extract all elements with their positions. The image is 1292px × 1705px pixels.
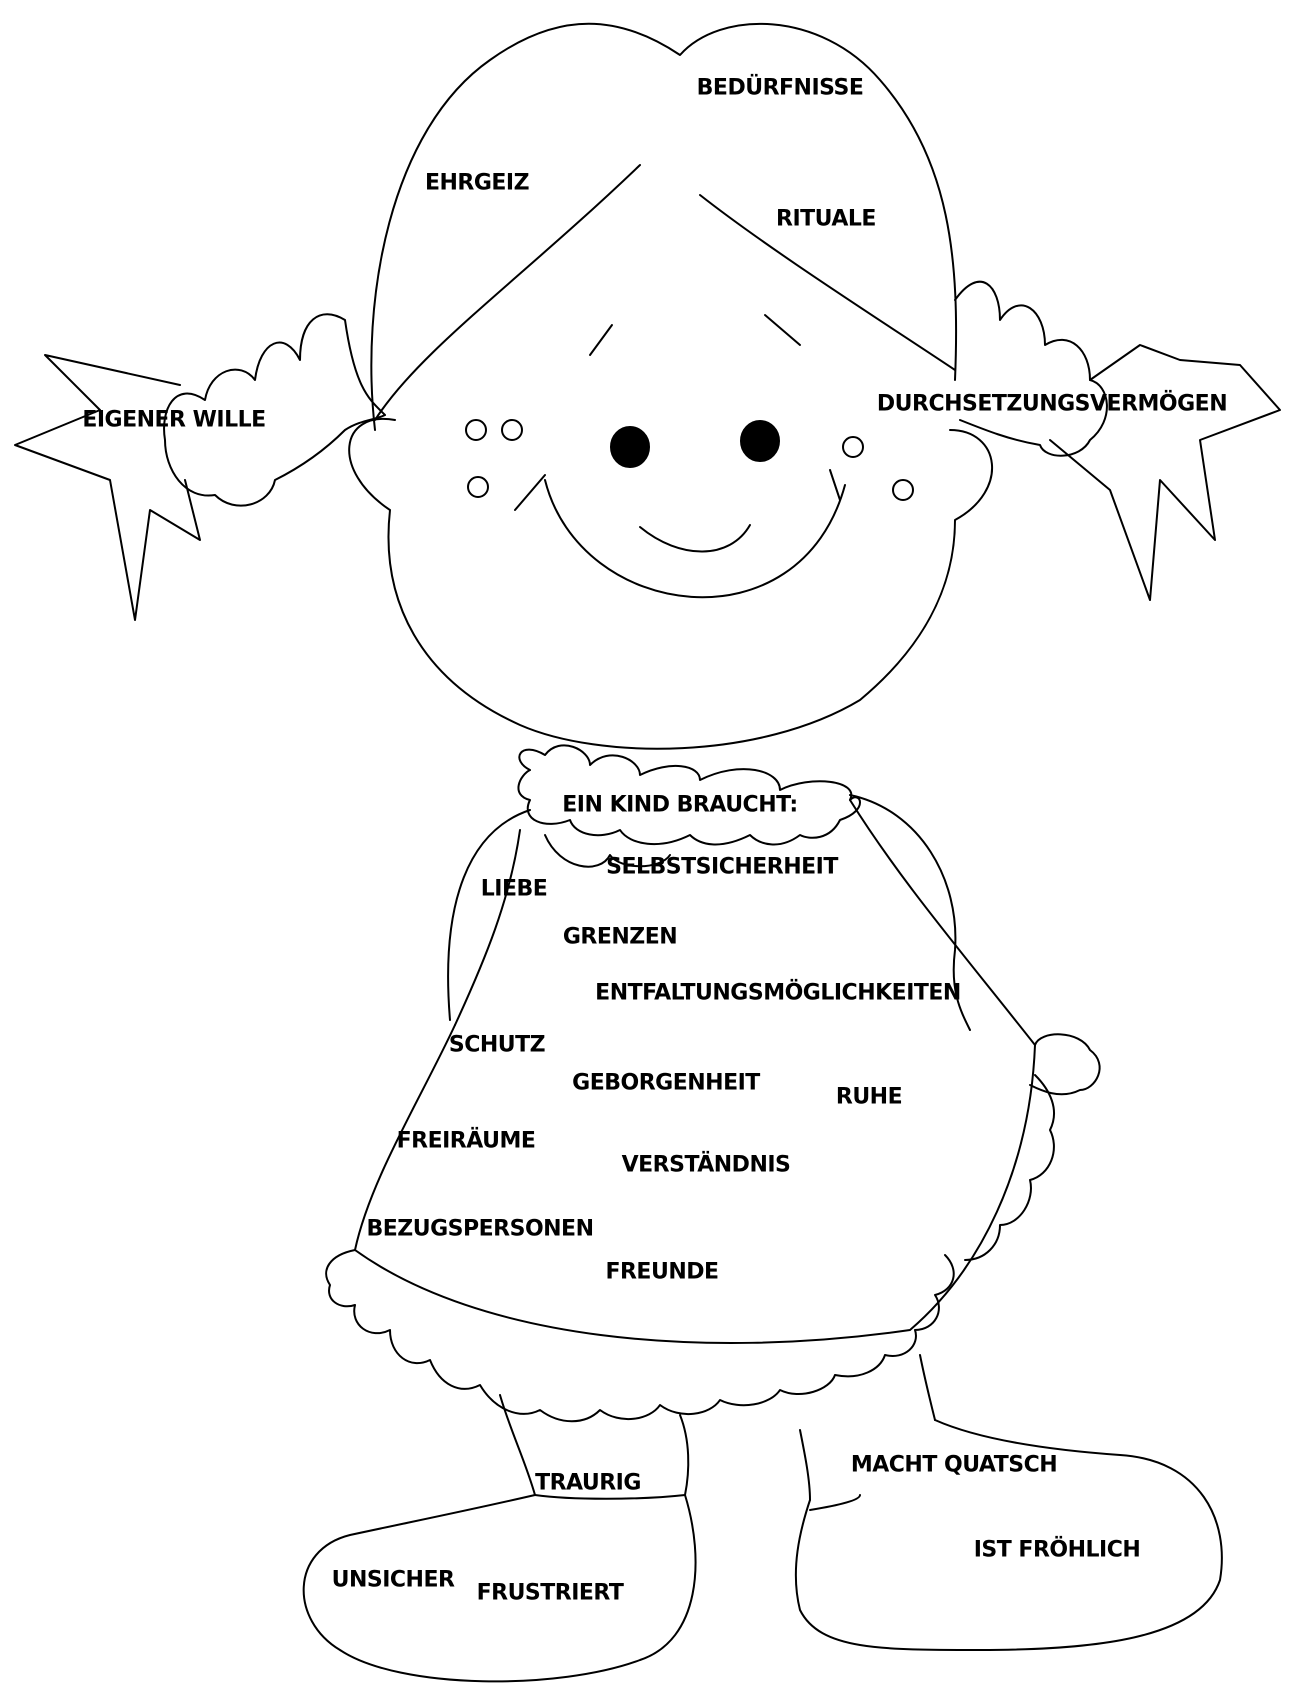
shoe-left-top — [535, 1495, 685, 1499]
shoe-right-top — [810, 1495, 860, 1510]
label-entfaltungsmoeglichkeiten: ENTFALTUNGSMÖGLICHKEITEN — [595, 981, 961, 1006]
label-ehrgeiz: EHRGEIZ — [425, 171, 529, 196]
label-beduerfnisse: BEDÜRFNISSE — [697, 76, 864, 101]
label-freunde: FREUNDE — [605, 1260, 718, 1285]
label-ist-froehlich: IST FRÖHLICH — [974, 1538, 1141, 1563]
braid-right-bands — [955, 282, 1107, 456]
label-traurig: TRAURIG — [535, 1471, 641, 1496]
cheek-line-right — [830, 470, 840, 500]
freckle — [466, 420, 486, 440]
freckle — [502, 420, 522, 440]
leg-left — [500, 1395, 535, 1495]
leg-right — [920, 1355, 935, 1420]
freckle — [843, 437, 863, 457]
label-macht-quatsch: MACHT QUATSCH — [851, 1453, 1057, 1478]
braid-left-tuft — [15, 355, 200, 620]
label-geborgenheit: GEBORGENHEIT — [572, 1071, 760, 1096]
face-outline — [349, 419, 992, 749]
cheek-line-left — [515, 475, 545, 510]
arm-right-edge — [850, 800, 1035, 1045]
label-rituale: RITUALE — [776, 207, 876, 232]
label-bezugspersonen: BEZUGSPERSONEN — [366, 1217, 593, 1242]
eyebrow-right — [765, 315, 800, 345]
arm-left — [455, 830, 520, 1025]
label-eigener-wille: EIGENER WILLE — [82, 408, 265, 433]
eyebrow-left — [590, 325, 612, 355]
label-schutz: SCHUTZ — [449, 1033, 545, 1058]
leg-left-inner — [680, 1415, 688, 1495]
label-verstaendnis: VERSTÄNDNIS — [622, 1153, 791, 1178]
label-selbstsicherheit: SELBSTSICHERHEIT — [606, 855, 838, 880]
freckle — [893, 480, 913, 500]
freckle — [468, 477, 488, 497]
label-liebe: LIEBE — [481, 877, 548, 902]
eye-right — [741, 421, 779, 461]
hand-right — [1030, 1034, 1100, 1094]
label-ruhe: RUHE — [836, 1085, 902, 1110]
label-grenzen: GRENZEN — [563, 925, 677, 950]
hair-part-line-left — [375, 165, 640, 420]
label-frustriert: FRUSTRIERT — [477, 1581, 624, 1606]
label-durchsetzungsvermoegen: DURCHSETZUNGSVERMÖGEN — [877, 392, 1227, 417]
mouth-inner-smile — [640, 525, 750, 552]
braid-right-tuft — [1050, 345, 1280, 600]
label-ein-kind-braucht: EIN KIND BRAUCHT: — [562, 793, 797, 818]
label-unsicher: UNSICHER — [332, 1568, 455, 1593]
mouth-big-smile — [545, 480, 845, 597]
leg-right-inner — [800, 1430, 810, 1500]
label-freiraeume: FREIRÄUME — [397, 1129, 536, 1154]
dress-ruffle-side — [965, 1075, 1054, 1260]
eye-left — [611, 427, 649, 467]
